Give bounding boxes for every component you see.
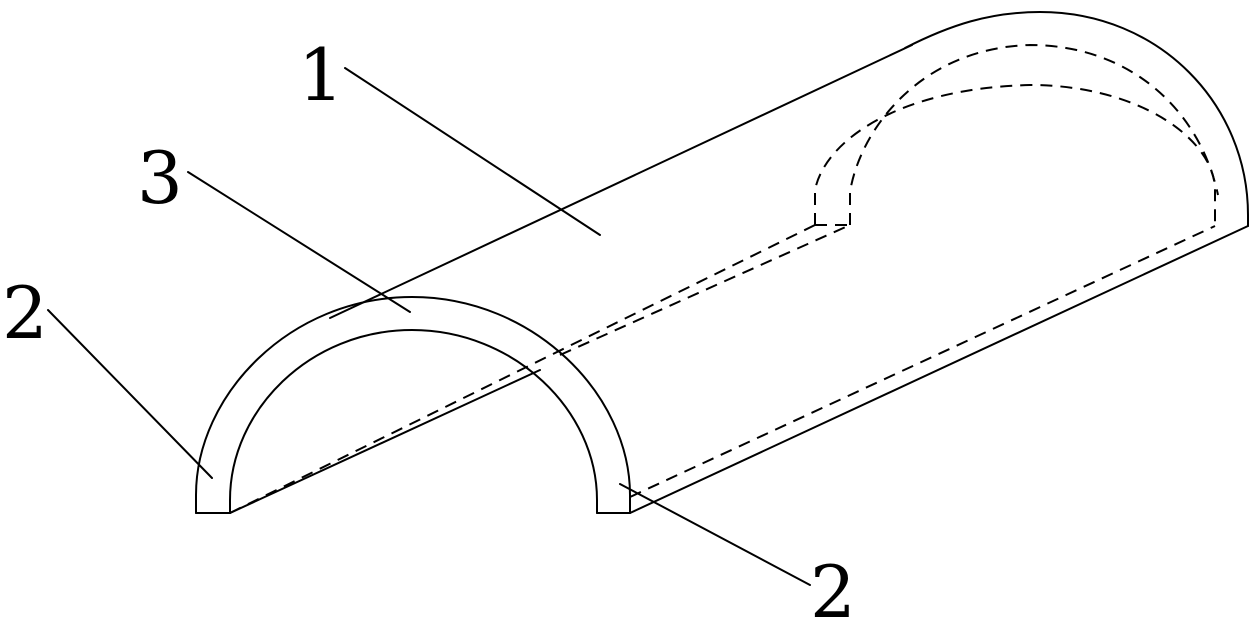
label-part-2-right: 2 bbox=[810, 550, 856, 624]
leader-3 bbox=[187, 171, 411, 313]
hidden-edges bbox=[229, 44, 1219, 514]
front-inner-arc bbox=[229, 329, 598, 514]
label-part-1: 1 bbox=[298, 33, 344, 117]
hidden-floor-front-left bbox=[229, 224, 816, 514]
hidden-back-outer-arc bbox=[814, 84, 1216, 226]
label-part-3: 3 bbox=[137, 136, 183, 220]
hidden-floor-inner-right bbox=[559, 224, 851, 356]
leader-2-left bbox=[47, 309, 213, 479]
leader-2-right bbox=[619, 483, 811, 586]
leader-lines bbox=[47, 67, 811, 586]
leader-1 bbox=[344, 67, 601, 236]
label-part-2-left: 2 bbox=[2, 271, 48, 355]
inner-floor-line bbox=[229, 369, 541, 514]
callout-labels: 1 3 2 2 bbox=[2, 33, 856, 624]
hidden-back-inner-arc bbox=[849, 44, 1219, 225]
hidden-floor-right bbox=[629, 225, 1216, 498]
visible-outline bbox=[195, 11, 1249, 514]
front-outer-arc bbox=[195, 296, 631, 514]
back-outer-arc bbox=[904, 11, 1249, 227]
top-ridge-line bbox=[329, 44, 913, 319]
bottom-edge-line bbox=[629, 225, 1249, 514]
